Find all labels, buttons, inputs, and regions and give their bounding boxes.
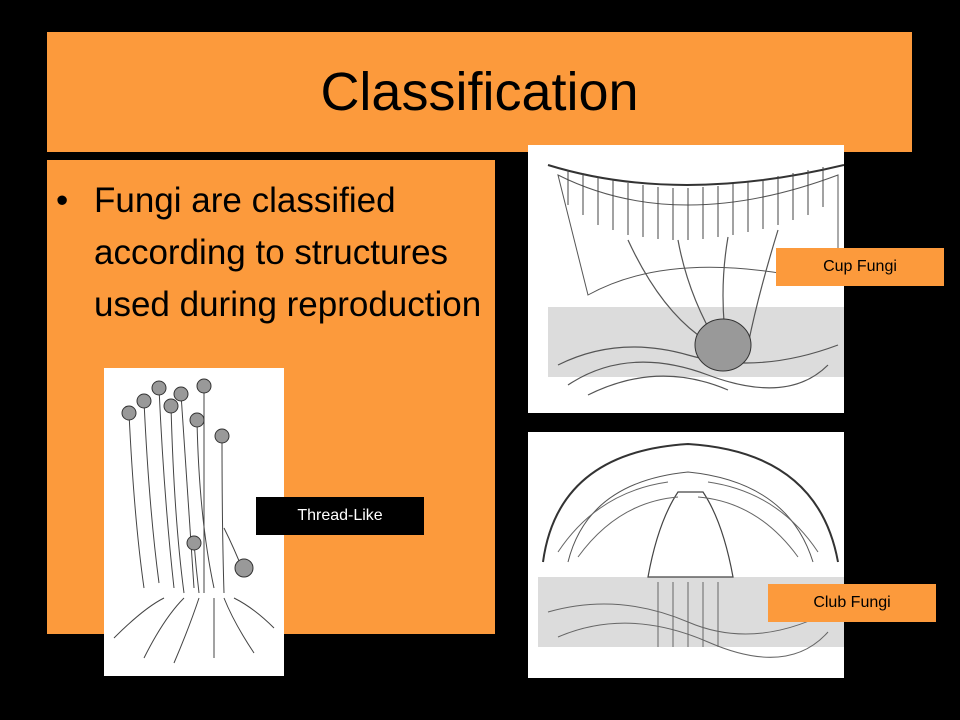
slide-title: Classification <box>320 62 639 122</box>
bullet-item: • Fungi are classified according to stru… <box>56 175 488 331</box>
bullet-text: Fungi are classified according to struct… <box>94 181 482 324</box>
thread-like-fungi-illustration <box>104 368 284 676</box>
club-fungi-illustration <box>528 432 844 678</box>
bullet-marker: • <box>56 181 69 220</box>
thread-like-label: Thread-Like <box>256 497 424 535</box>
club-fungi-label: Club Fungi <box>768 584 936 622</box>
title-bar: Classification <box>47 32 912 152</box>
cup-fungi-label: Cup Fungi <box>776 248 944 286</box>
